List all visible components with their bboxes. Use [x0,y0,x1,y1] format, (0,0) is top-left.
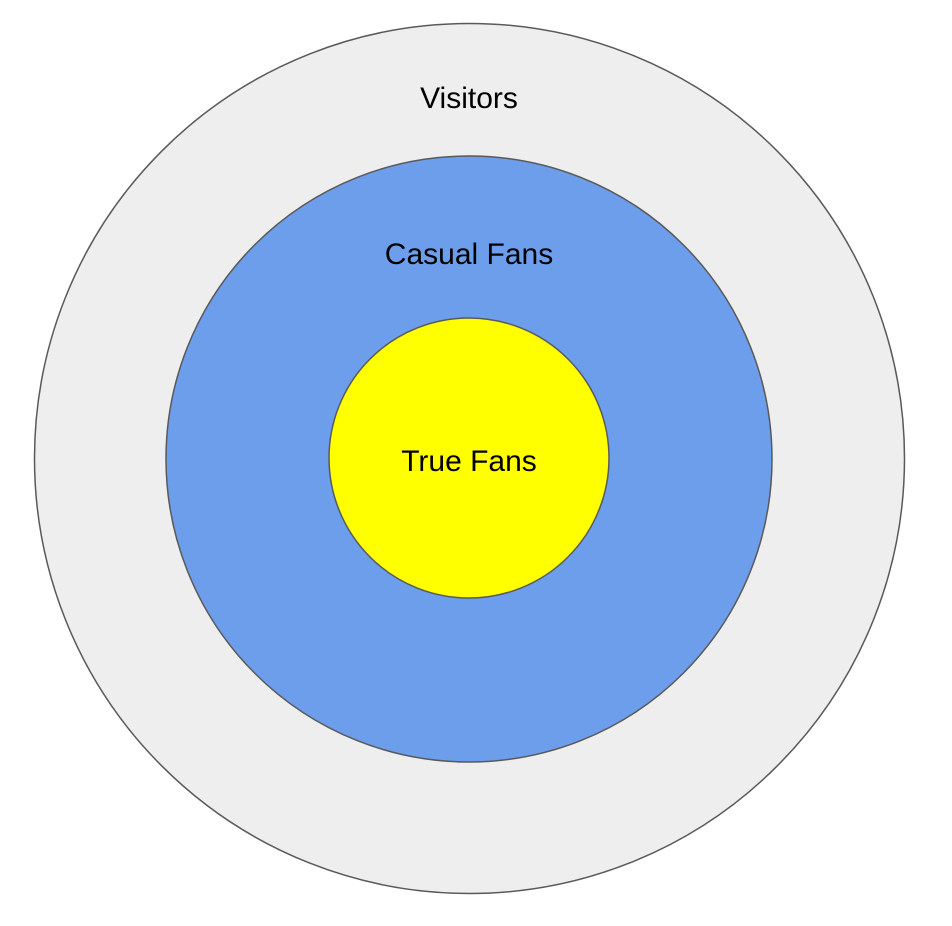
true-fans-label: True Fans [401,445,537,478]
casual-fans-label: Casual Fans [385,238,553,271]
visitors-label: Visitors [420,82,518,115]
true-fans-circle [328,317,610,599]
